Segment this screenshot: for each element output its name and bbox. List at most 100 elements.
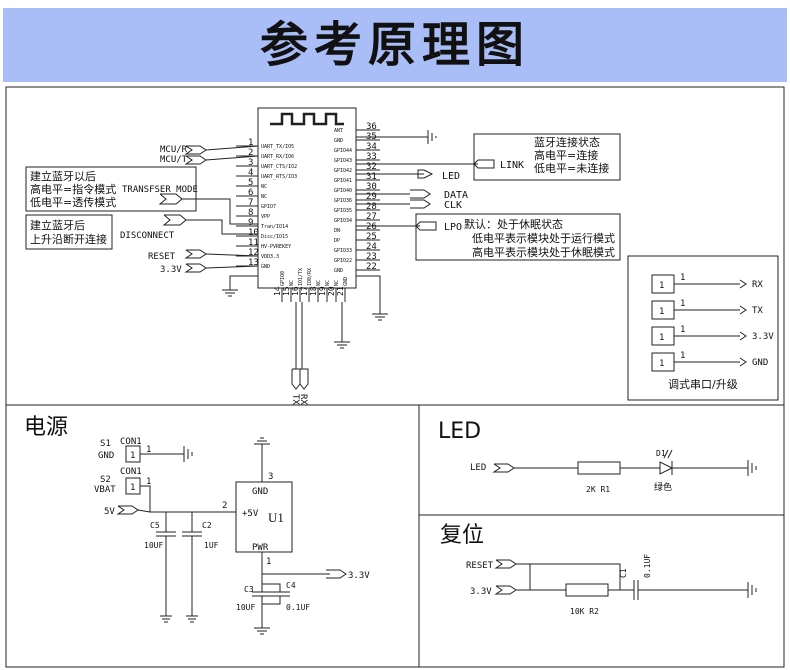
port-33v-out xyxy=(326,569,347,579)
reset-frame xyxy=(418,514,785,668)
pin-name: NC xyxy=(316,280,322,286)
pin-number: 17 xyxy=(300,286,309,296)
pin-name: Disc/IO15 xyxy=(261,234,288,240)
wire-mcu-t xyxy=(205,155,259,161)
pin-number: 27 xyxy=(366,212,377,222)
wire-disconnect xyxy=(186,219,258,235)
pin-name: IO0/RX xyxy=(307,268,313,286)
wire-pwr-out xyxy=(261,552,330,575)
resistor-r1 xyxy=(577,461,621,475)
pin-number: 18 xyxy=(309,286,318,296)
pin-name: GPIO0 xyxy=(280,271,286,286)
svg-text:PWR: PWR xyxy=(252,543,269,553)
led-title: LED xyxy=(438,419,481,444)
reset-net-label: RESET xyxy=(466,561,494,571)
bt-module xyxy=(257,107,357,289)
svg-text:C3: C3 xyxy=(244,585,254,594)
lpo-note-3: 高电平表示模块处于休眠模式 xyxy=(472,245,615,259)
mode-note-2: 高电平=指令模式 xyxy=(30,182,116,196)
net-mcu-r: MCU/R xyxy=(160,145,188,155)
debug-pin-number: 1 xyxy=(659,307,664,317)
pin-number: 9 xyxy=(248,218,253,228)
power-frame xyxy=(5,404,420,668)
port-clk xyxy=(410,199,431,209)
lpo-note-box xyxy=(415,213,621,261)
pin-number: 4 xyxy=(248,168,253,178)
pin-number: 25 xyxy=(366,232,377,242)
debug-pin-number: 1 xyxy=(659,281,664,291)
power-out-label: 3.3V xyxy=(348,571,370,581)
pin-number: 22 xyxy=(366,262,377,272)
led-net-label: LED xyxy=(470,463,486,473)
port-33v xyxy=(184,263,207,273)
pin-name: GPIO34 xyxy=(334,218,352,224)
debug-port-title: 调式串口/升级 xyxy=(668,378,738,391)
svg-text:D1: D1 xyxy=(656,449,666,458)
title-band xyxy=(3,8,787,82)
power-title: 电源 xyxy=(24,415,68,440)
svg-text:3: 3 xyxy=(268,472,273,482)
port-transfer-mode xyxy=(158,193,183,205)
pin-name: NC xyxy=(261,194,267,200)
wire-reset xyxy=(205,253,259,257)
port-5v xyxy=(116,505,139,515)
svg-text:1: 1 xyxy=(146,477,151,487)
lpo-note-2: 低电平表示模块处于运行模式 xyxy=(472,231,615,245)
pin-name: GPIO7 xyxy=(261,204,276,210)
pin-number: 32 xyxy=(366,162,377,172)
right-pins: 36ANT35GND34GPIO4433GPIO4332GPIO4231GPIO… xyxy=(334,122,380,274)
svg-text:0.1UF: 0.1UF xyxy=(286,603,310,612)
bottom-pins: 14GPIO015NC16IO1/TX17IO0/RX18NC19NC20NC2… xyxy=(273,268,349,302)
pin-name: HV-PVREKEY xyxy=(261,244,291,250)
reset-33v-label: 3.3V xyxy=(470,587,492,597)
pin-number: 19 xyxy=(318,286,327,296)
pin-number: 24 xyxy=(366,242,377,252)
power-vbat-label: VBAT xyxy=(94,485,116,495)
net-lpo: LPO xyxy=(444,222,462,233)
pin-name: UART_RX/IO6 xyxy=(261,154,294,160)
mode-note-1: 建立蓝牙以后 xyxy=(30,169,96,183)
pin-name: GND xyxy=(261,264,270,270)
pin-number: 33 xyxy=(366,152,377,162)
led-d1 xyxy=(659,461,674,475)
wire-33v xyxy=(205,265,259,269)
svg-text:C1: C1 xyxy=(619,568,628,578)
pin-number: 30 xyxy=(366,182,377,192)
svg-text:10UF: 10UF xyxy=(144,541,163,550)
title-banner: 参考原理图 xyxy=(0,0,790,84)
pin-number: 13 xyxy=(248,258,259,268)
pin-name: DP xyxy=(334,238,340,244)
pin-number: 21 xyxy=(336,286,345,296)
debug-pin-number: 1 xyxy=(680,325,685,335)
pin-number: 3 xyxy=(248,158,253,168)
pin-name: NC xyxy=(325,280,331,286)
wire-transfer xyxy=(182,198,258,225)
svg-text:0.1UF: 0.1UF xyxy=(643,554,652,578)
power-s2: S2 xyxy=(100,475,111,485)
net-rx: RX xyxy=(298,394,308,405)
pin-number: 31 xyxy=(366,172,377,182)
svg-text:绿色: 绿色 xyxy=(654,481,672,493)
reset-title: 复位 xyxy=(440,523,484,548)
disc-note-2: 上升沿断开连接 xyxy=(30,232,107,246)
link-note-2: 高电平=连接 xyxy=(534,148,598,162)
antenna-trace xyxy=(270,112,344,126)
net-link: LINK xyxy=(500,160,524,171)
pin-number: 26 xyxy=(366,222,377,232)
pin-name: NC xyxy=(334,280,340,286)
pin-name: NC xyxy=(289,280,295,286)
regulator-u1 xyxy=(235,481,293,553)
port-led-in xyxy=(492,463,515,473)
pin-name: GND xyxy=(334,268,343,274)
svg-text:C4: C4 xyxy=(286,581,296,590)
pin-name: GPIO33 xyxy=(334,248,352,254)
link-note-1: 蓝牙连接状态 xyxy=(534,135,600,149)
pin-name: GPIO44 xyxy=(334,148,352,154)
net-mcu-t: MCU/T xyxy=(160,155,188,165)
wire-gnd-22 xyxy=(356,275,381,314)
pin-number: 6 xyxy=(248,188,253,198)
svg-text:1UF: 1UF xyxy=(204,541,219,550)
mode-note-box xyxy=(25,166,197,212)
